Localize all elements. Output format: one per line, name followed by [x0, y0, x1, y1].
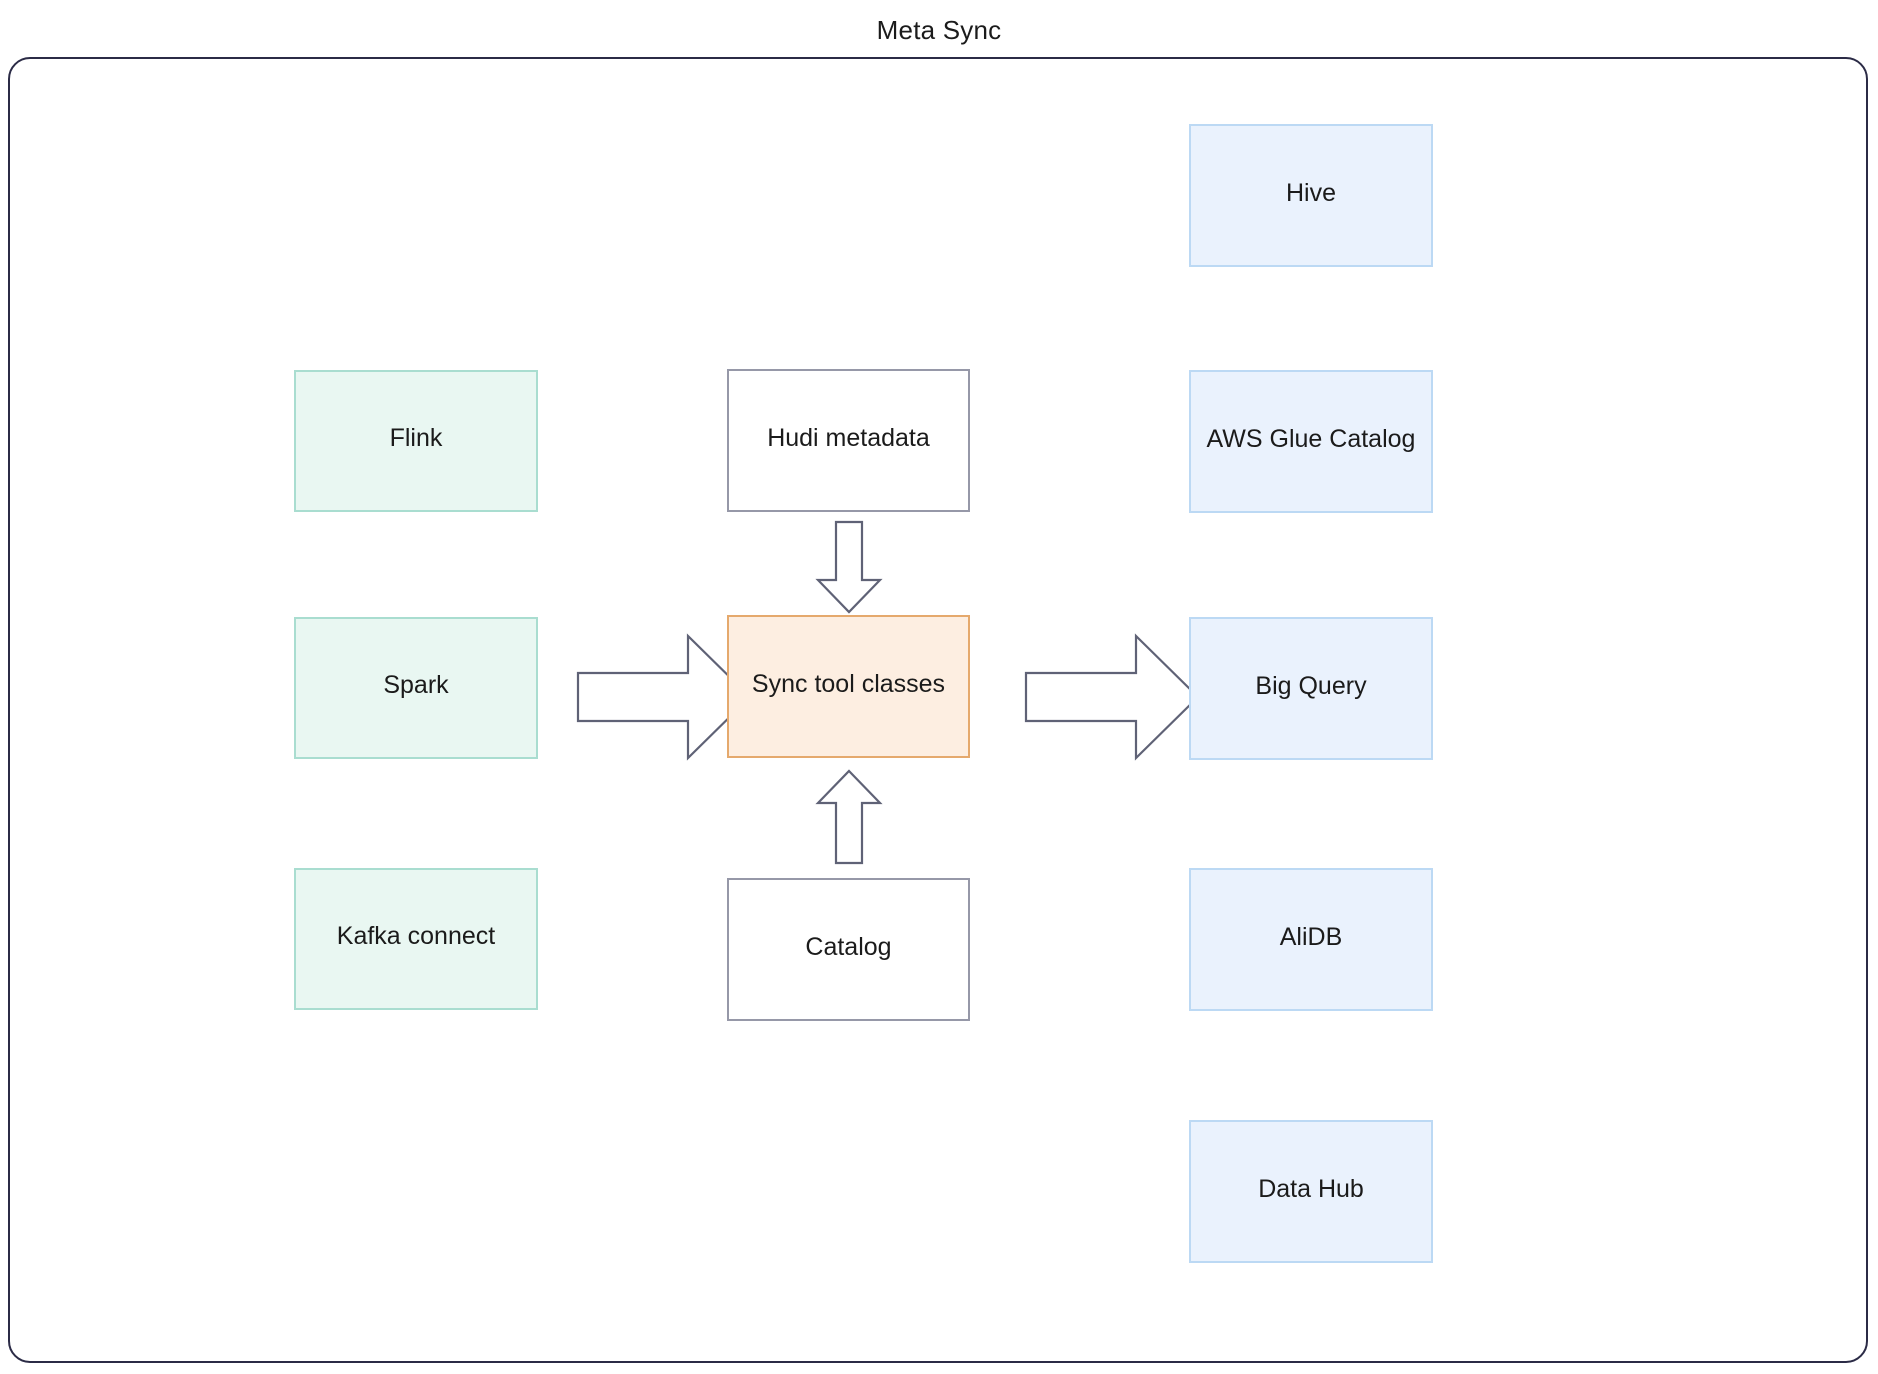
node-flink[interactable]: Flink — [294, 370, 538, 512]
node-alidb[interactable]: AliDB — [1189, 868, 1433, 1011]
node-big-query-label: Big Query — [1255, 671, 1367, 700]
node-hudi-metadata[interactable]: Hudi metadata — [727, 369, 970, 512]
node-flink-label: Flink — [389, 424, 443, 452]
node-aws-glue-catalog-label: AWS Glue Catalog — [1206, 424, 1416, 453]
node-data-hub[interactable]: Data Hub — [1189, 1120, 1433, 1263]
node-spark-label: Spark — [383, 671, 449, 699]
node-hudi-metadata-label: Hudi metadata — [767, 423, 930, 452]
node-aws-glue-catalog[interactable]: AWS Glue Catalog — [1189, 370, 1433, 513]
node-alidb-label: AliDB — [1279, 922, 1343, 951]
page-title: Meta Sync — [876, 15, 1002, 45]
node-data-hub-label: Data Hub — [1258, 1174, 1364, 1203]
node-kafka-connect-label: Kafka connect — [336, 922, 496, 950]
node-hive[interactable]: Hive — [1189, 124, 1433, 267]
node-kafka-connect[interactable]: Kafka connect — [294, 868, 538, 1010]
node-sync-tool-classes[interactable]: Sync tool classes — [727, 615, 970, 758]
node-big-query[interactable]: Big Query — [1189, 617, 1433, 760]
node-catalog-label: Catalog — [805, 932, 892, 961]
node-spark[interactable]: Spark — [294, 617, 538, 759]
node-catalog[interactable]: Catalog — [727, 878, 970, 1021]
node-sync-tool-classes-label: Sync tool classes — [751, 669, 946, 698]
node-hive-label: Hive — [1285, 178, 1336, 207]
